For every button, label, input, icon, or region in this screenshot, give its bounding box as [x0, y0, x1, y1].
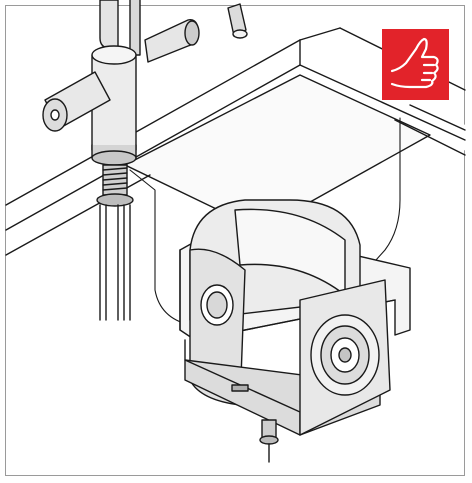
filter-unit	[184, 199, 391, 463]
approval-badge	[382, 29, 449, 100]
tap	[42, 0, 248, 321]
thumbs-up-icon	[390, 37, 439, 89]
